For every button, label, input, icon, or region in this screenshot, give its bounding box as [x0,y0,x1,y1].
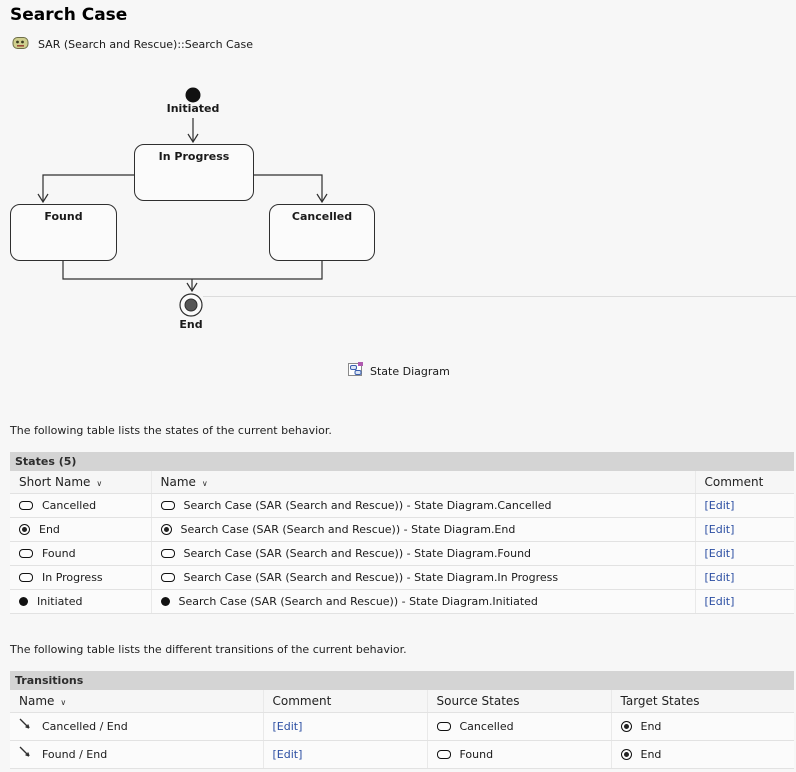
column-header-short-name[interactable]: Short Name∨ [10,471,152,494]
state-name: Search Case (SAR (Search and Rescue)) - … [180,523,516,536]
diagram-label-end: End [179,318,203,331]
state-short-name: End [39,523,60,536]
state-icon [160,549,175,558]
table-row: Found Search Case (SAR (Search and Rescu… [10,541,794,566]
diagram-connectors [37,87,328,317]
transition-name: Found / End [42,748,108,761]
table-row: Cancelled / End [Edit] Cancelled End [10,712,794,741]
table-row: Initiated Search Case (SAR (Search and R… [10,589,794,614]
sort-chevron-icon: ∨ [60,698,67,707]
column-header-name[interactable]: Name∨ [151,471,696,494]
diagram-state-found: Found [10,204,117,261]
source-state: Found [459,748,494,761]
edit-link[interactable]: [Edit] [704,499,735,512]
final-state-icon [620,721,632,732]
state-icon [160,573,175,582]
state-icon [19,549,33,558]
states-intro: The following table lists the states of … [10,424,332,437]
state-short-name: Found [42,547,76,560]
column-header-source-states: Source States [427,690,612,713]
diagram-state-in-progress: In Progress [134,144,254,201]
state-short-name: In Progress [42,571,103,584]
edit-link[interactable]: [Edit] [704,523,735,536]
states-table-title: States (5) [10,452,794,471]
state-diagram-caption-label: State Diagram [370,364,450,378]
initial-state-icon [160,597,170,606]
divider [203,296,796,297]
state-icon [160,501,175,510]
target-state: End [640,748,662,761]
edit-link[interactable]: [Edit] [272,720,303,733]
source-state: Cancelled [459,720,514,733]
transitions-table: Transitions Name∨ Comment Source States … [10,671,794,769]
state-name: Search Case (SAR (Search and Rescue)) - … [183,547,532,560]
states-table: States (5) Short Name∨ Name∨ Comment Can… [10,452,794,614]
state-short-name: Cancelled [42,499,97,512]
final-state-icon [620,749,632,760]
initial-state-icon [19,597,28,606]
diagram-state-label: Cancelled [291,210,353,223]
edit-link[interactable]: [Edit] [704,595,735,608]
page-title: Search Case [10,5,128,25]
state-icon [436,722,451,731]
column-header-comment: Comment [263,690,428,713]
state-icon [436,750,451,759]
diagram-label-initiated: Initiated [166,102,220,115]
state-icon [19,573,33,582]
transitions-header-row: Name∨ Comment Source States Target State… [10,690,794,713]
final-state-icon [160,524,172,535]
state-diagram-icon [348,362,363,380]
use-case-icon [12,36,30,53]
sort-chevron-icon: ∨ [96,479,103,488]
breadcrumb: SAR (Search and Rescue)::Search Case [12,36,253,53]
initial-state-node [185,87,201,103]
state-name: Search Case (SAR (Search and Rescue)) - … [183,499,552,512]
diagram-state-label: Found [44,210,83,223]
breadcrumb-label: SAR (Search and Rescue)::Search Case [38,38,253,51]
final-state-node-inner [184,298,198,312]
transition-name: Cancelled / End [42,720,128,733]
diagram-state-label: In Progress [158,150,230,163]
state-diagram: Initiated In Progress Found Cancelled En… [0,80,420,342]
column-header-name[interactable]: Name∨ [10,690,264,713]
column-header-target-states: Target States [611,690,794,713]
state-short-name: Initiated [37,595,83,608]
table-row: Found / End [Edit] Found End [10,740,794,769]
state-name: Search Case (SAR (Search and Rescue)) - … [183,571,559,584]
sort-chevron-icon: ∨ [201,479,208,488]
edit-link[interactable]: [Edit] [704,547,735,560]
edit-link[interactable]: [Edit] [272,748,303,761]
target-state: End [640,720,662,733]
states-header-row: Short Name∨ Name∨ Comment [10,471,794,494]
table-row: In Progress Search Case (SAR (Search and… [10,565,794,590]
column-header-comment: Comment [695,471,794,494]
state-name: Search Case (SAR (Search and Rescue)) - … [178,595,538,608]
transition-arrow-icon [19,746,33,763]
final-state-icon [19,524,30,535]
transition-arrow-icon [19,718,33,735]
transitions-intro: The following table lists the different … [10,643,407,656]
edit-link[interactable]: [Edit] [704,571,735,584]
table-row: End Search Case (SAR (Search and Rescue)… [10,517,794,542]
state-icon [19,501,33,510]
state-diagram-caption: State Diagram [348,362,450,380]
transitions-table-title: Transitions [10,671,794,690]
diagram-state-cancelled: Cancelled [269,204,375,261]
table-row: Cancelled Search Case (SAR (Search and R… [10,493,794,518]
